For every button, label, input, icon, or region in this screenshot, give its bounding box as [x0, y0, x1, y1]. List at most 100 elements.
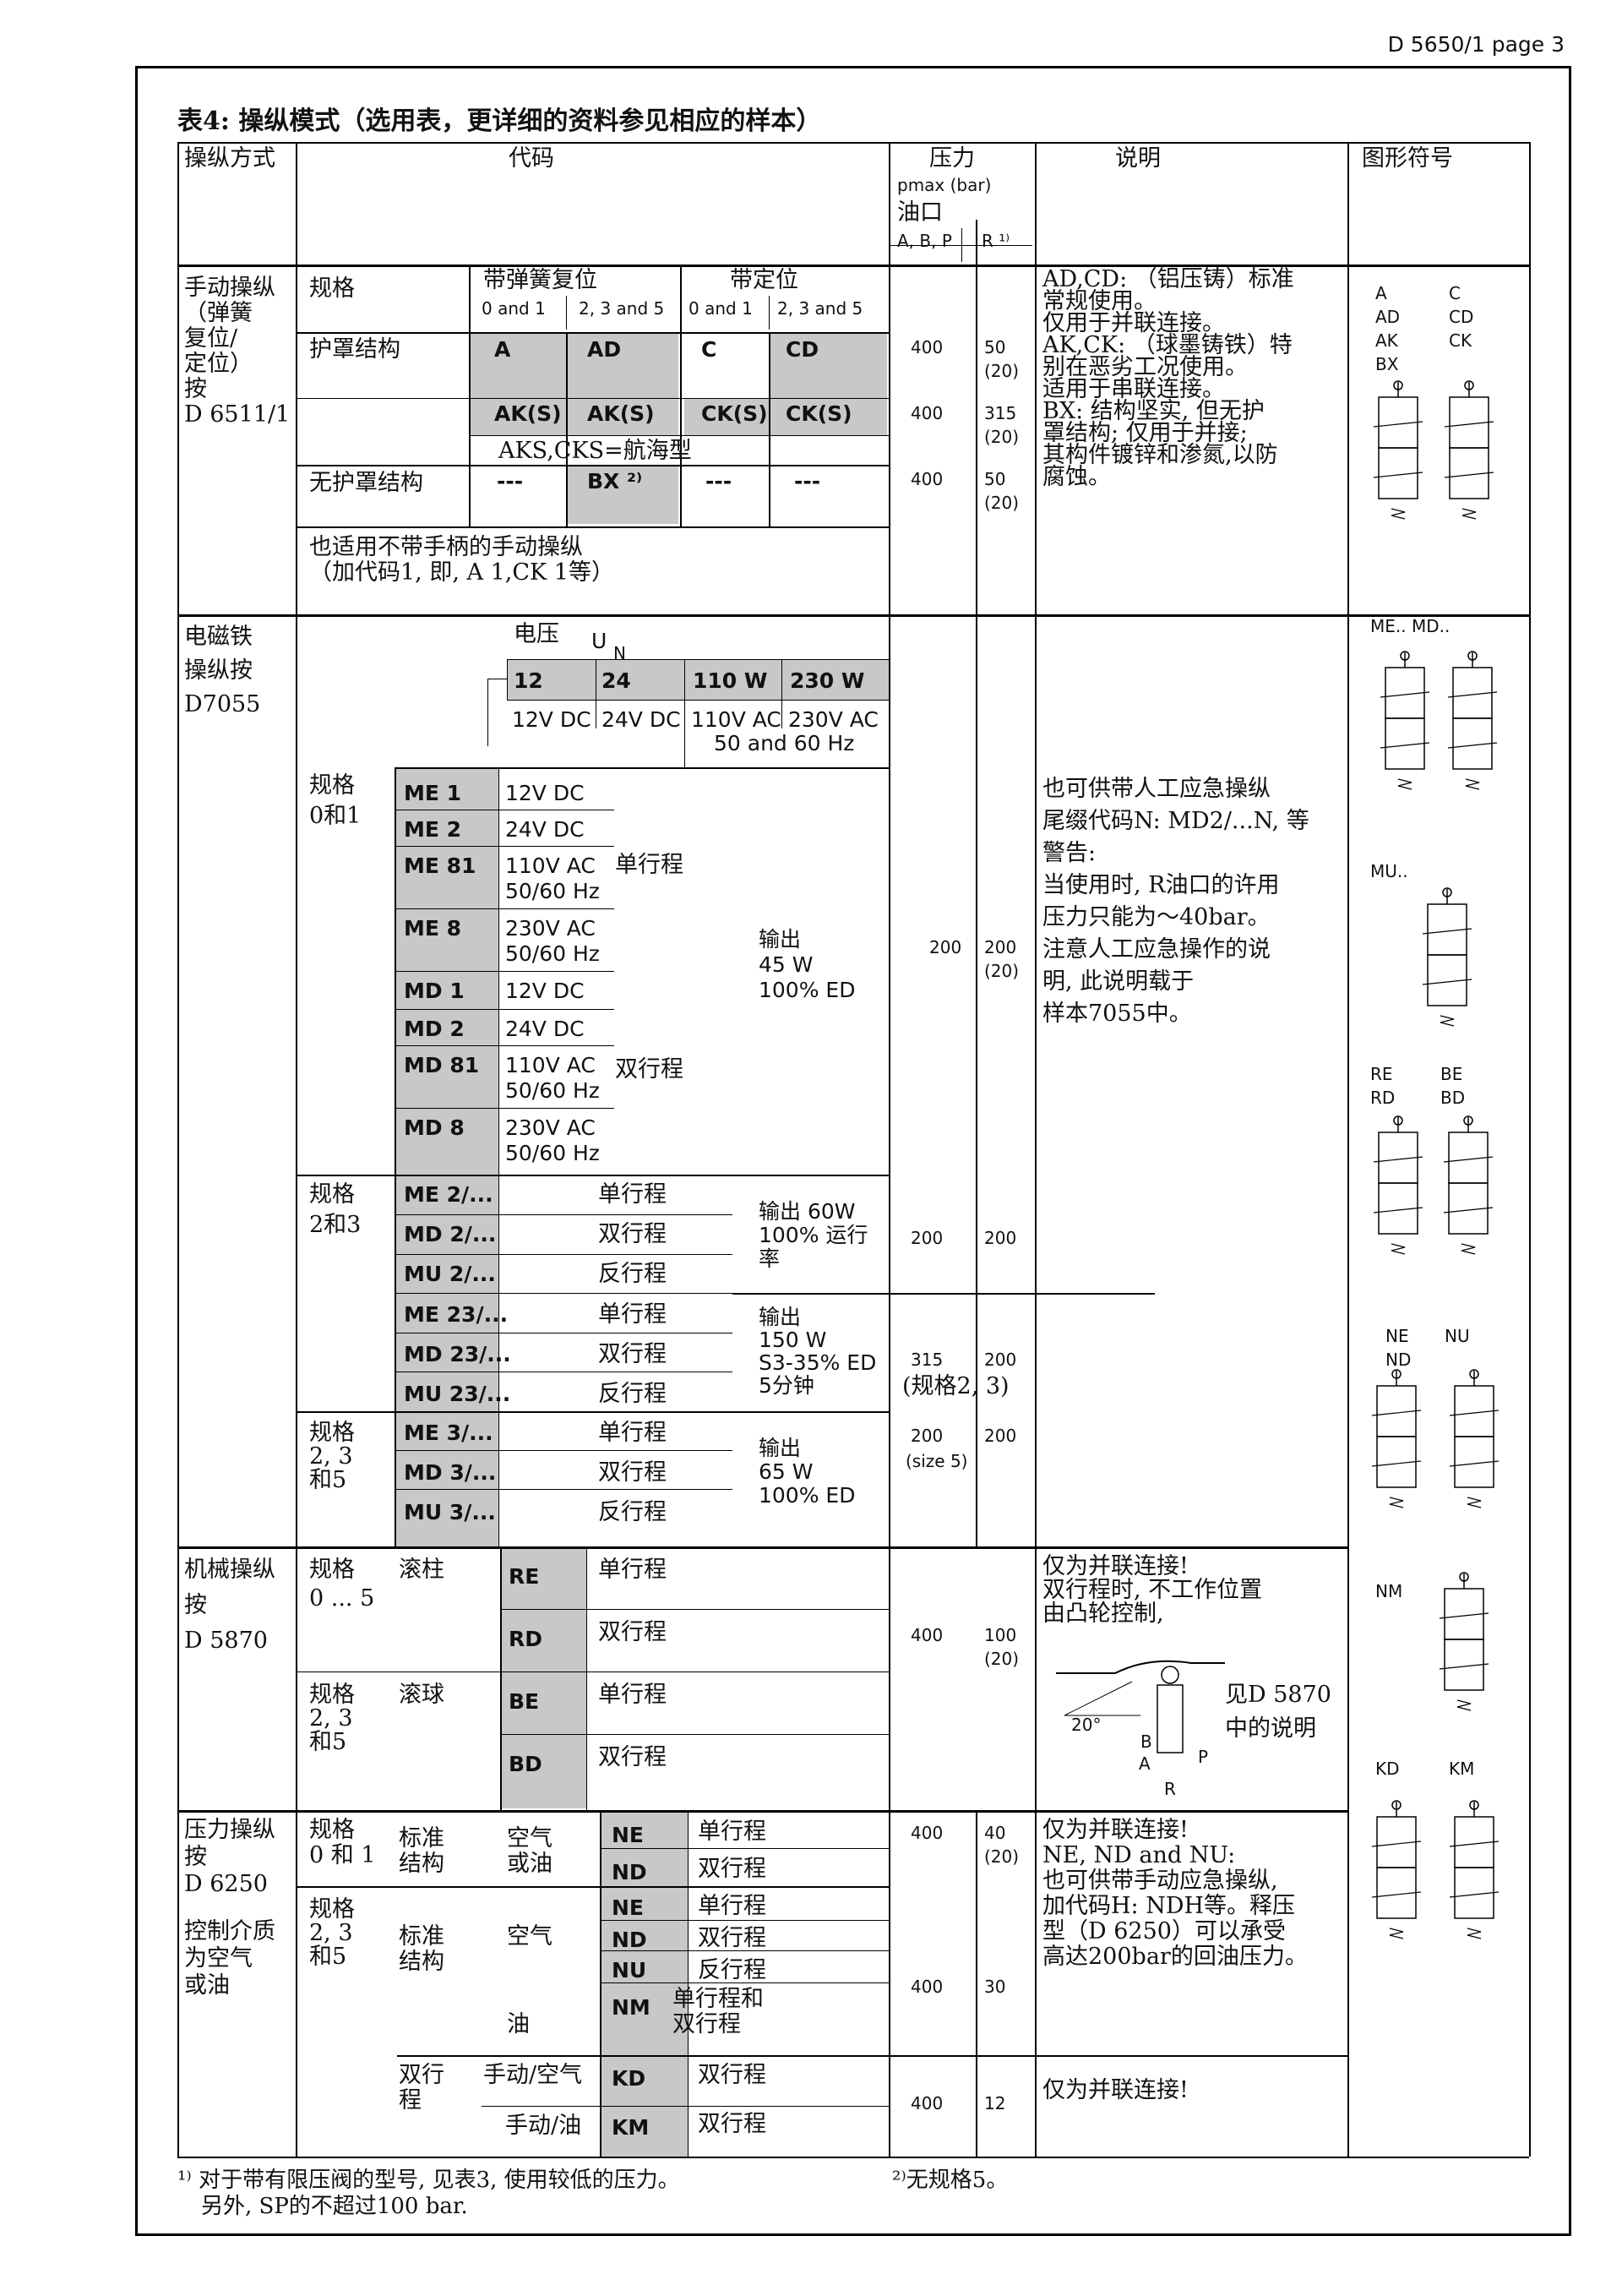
port-label: A: [1139, 1753, 1151, 1774]
h-rule: [600, 1982, 889, 1983]
voltage-code: 24: [601, 668, 631, 693]
size-235-label: 2, 3 and 5: [579, 298, 665, 319]
r-value: (20): [984, 493, 1020, 513]
v-rule: [566, 296, 567, 330]
size-01-label: 0 and 1: [689, 298, 753, 319]
v-rule: [1035, 142, 1037, 2157]
oil-label: 油: [507, 2011, 530, 2037]
press-size235: 和5: [309, 1944, 347, 1970]
solenoid-code: MU 3/...: [404, 1500, 496, 1524]
v-rule: [976, 220, 977, 1546]
marine-note: AKS,CKS=航海型: [498, 438, 692, 464]
p-note: (size 5): [906, 1451, 968, 1471]
manual-desc: 罩结构; 仅用于并接;: [1042, 420, 1248, 446]
output-60w: 100% 运行: [759, 1223, 868, 1247]
mech-size235: 规格: [309, 1682, 355, 1708]
solenoid-voltage: 12V DC: [505, 781, 585, 805]
ball-label: 滚球: [399, 1682, 444, 1708]
stroke-label: 单行程: [598, 1301, 667, 1328]
manual-mode-label: 按: [184, 376, 207, 402]
solenoid-code: MD 2/...: [404, 1222, 497, 1246]
h-rule: [296, 1411, 889, 1413]
stroke-label: 反行程: [598, 1261, 667, 1287]
double-stroke-label: 程: [399, 2087, 422, 2113]
h-rule: [395, 1254, 732, 1255]
solenoid-symbol-md: [1447, 651, 1498, 790]
nm-stroke: 单行程和: [672, 1986, 764, 2012]
mech-desc: 由凸轮控制,: [1042, 1601, 1164, 1627]
no-guard-label: 无护罩结构: [309, 470, 423, 496]
v-rule: [296, 142, 297, 2157]
stroke-label: 双行程: [598, 1619, 667, 1645]
also-applies-note: 也适用不带手柄的手动操纵: [309, 534, 583, 560]
solenoid-mode-label: 电磁铁: [184, 624, 253, 650]
v-rule: [1529, 142, 1531, 2157]
solenoid-code: ME 8: [404, 916, 462, 941]
code-aks-cell: [469, 398, 678, 435]
h-rule: [889, 245, 1032, 246]
mech-size235: 2, 3: [309, 1705, 353, 1732]
solenoid-code: MU 23/...: [404, 1382, 511, 1406]
v-rule: [680, 265, 682, 526]
manual-size-label: 规格: [309, 275, 355, 302]
p-value: 400: [911, 2093, 944, 2113]
p-value: 200: [911, 1426, 944, 1446]
r-value: (20): [984, 1846, 1020, 1867]
stroke-label: 双行程: [698, 2111, 766, 2137]
mech-code: RD: [509, 1627, 543, 1651]
manual-code: ---: [705, 469, 732, 494]
voltage-code-row: [507, 659, 889, 700]
press-size235: 规格: [309, 1896, 355, 1922]
solenoid-hz: 50/60 Hz: [505, 941, 600, 966]
press-code: ND: [612, 1860, 647, 1884]
h-rule: [395, 908, 614, 909]
manual-valve-symbol-1: [1373, 380, 1423, 520]
manual-code: AD: [587, 337, 622, 362]
press-code: NE: [612, 1823, 645, 1847]
press-code: NU: [612, 1958, 647, 1982]
v-rule: [498, 767, 499, 1546]
port-label: R: [1164, 1779, 1176, 1799]
press-mode-label: D 6250: [184, 1871, 268, 1897]
size-01-label: 0 and 1: [482, 298, 546, 319]
solenoid-voltage: 110V AC: [505, 1053, 596, 1077]
h-rule: [600, 1950, 889, 1951]
manual-desc: BX: 结构坚实, 但无护: [1042, 398, 1265, 424]
voltage-label: 电压: [514, 621, 559, 647]
control-medium: 控制介质: [184, 1918, 275, 1944]
mech-code-col: [500, 1546, 586, 1808]
solenoid-voltage: 12V DC: [505, 979, 585, 1003]
std-structure: 结构: [399, 1949, 444, 1975]
solenoid-desc: 当使用时, R油口的许用: [1042, 872, 1280, 898]
solenoid-symbol-me: [1380, 651, 1430, 790]
manual-code: ---: [794, 469, 821, 494]
h-rule: [507, 700, 889, 701]
h-rule: [395, 1045, 614, 1046]
stroke-label: 单行程: [698, 1893, 766, 1919]
manual-mode-label: （弹簧: [184, 300, 253, 326]
mech-size235: 和5: [309, 1729, 347, 1755]
stroke-label: 单行程: [598, 1682, 667, 1708]
sym-label: NU: [1445, 1326, 1470, 1346]
output-60w: 输出 60W: [759, 1199, 856, 1224]
solenoid-code: MD 8: [404, 1115, 465, 1140]
sym-label: MU..: [1370, 861, 1408, 881]
press-symbol-ne: [1371, 1369, 1422, 1508]
size01-label: 规格: [309, 772, 355, 799]
press-desc: NE, ND and NU:: [1042, 1842, 1236, 1868]
p-value: 200: [911, 1228, 944, 1248]
sym-label: CD: [1449, 307, 1474, 327]
r-value: 200: [984, 1350, 1017, 1370]
solenoid-code-col: [395, 769, 498, 1546]
h-rule: [296, 1175, 889, 1176]
output-150w: S3-35% ED: [759, 1350, 877, 1375]
h-rule: [397, 2055, 1347, 2057]
h-rule: [296, 465, 889, 466]
press-code: KD: [612, 2066, 646, 2091]
stroke-label: 双行程: [698, 1925, 766, 1951]
solenoid-code: MD 3/...: [404, 1460, 497, 1485]
manual-mode-label: 复位/: [184, 325, 238, 352]
output-65w: 65 W: [759, 1459, 814, 1484]
solenoid-code: MD 23/...: [404, 1342, 511, 1366]
v-rule: [769, 332, 770, 526]
